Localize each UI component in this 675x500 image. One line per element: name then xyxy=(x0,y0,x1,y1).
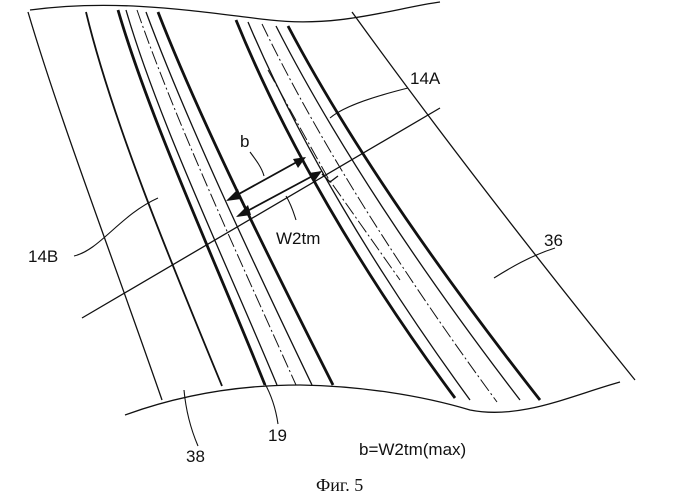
band-line-1 xyxy=(28,12,162,400)
leader-w2tm xyxy=(286,196,296,220)
label-w2tm: W2tm xyxy=(276,229,320,248)
leader-38 xyxy=(184,390,198,446)
formula-text: b=W2tm(max) xyxy=(359,440,466,459)
figure-caption: Фиг. 5 xyxy=(316,475,363,495)
label-b: b xyxy=(240,132,249,151)
label-19: 19 xyxy=(268,426,287,445)
groove-14b-outer-line xyxy=(118,10,265,385)
label-14a: 14A xyxy=(410,69,441,88)
groove-14b-wall-1 xyxy=(126,10,277,385)
leader-19 xyxy=(264,382,278,424)
leader-36 xyxy=(494,248,555,278)
band-line-2 xyxy=(86,12,222,386)
label-38: 38 xyxy=(186,447,205,466)
groove-14a-center-line xyxy=(262,24,497,402)
right-edge-curve xyxy=(352,12,635,380)
leader-14b xyxy=(74,198,158,256)
groove-14b-inner-line xyxy=(158,12,333,385)
dimension-w2tm-arrow xyxy=(238,172,320,216)
dimension-b-arrowhead-left xyxy=(226,189,241,201)
groove-14a-diagonal-line xyxy=(268,70,400,280)
label-14b: 14B xyxy=(28,247,58,266)
top-boundary-curve xyxy=(30,2,440,22)
bottom-boundary-curve xyxy=(125,382,620,415)
leader-b xyxy=(250,152,264,176)
leader-14a xyxy=(330,88,408,118)
label-36: 36 xyxy=(544,231,563,250)
